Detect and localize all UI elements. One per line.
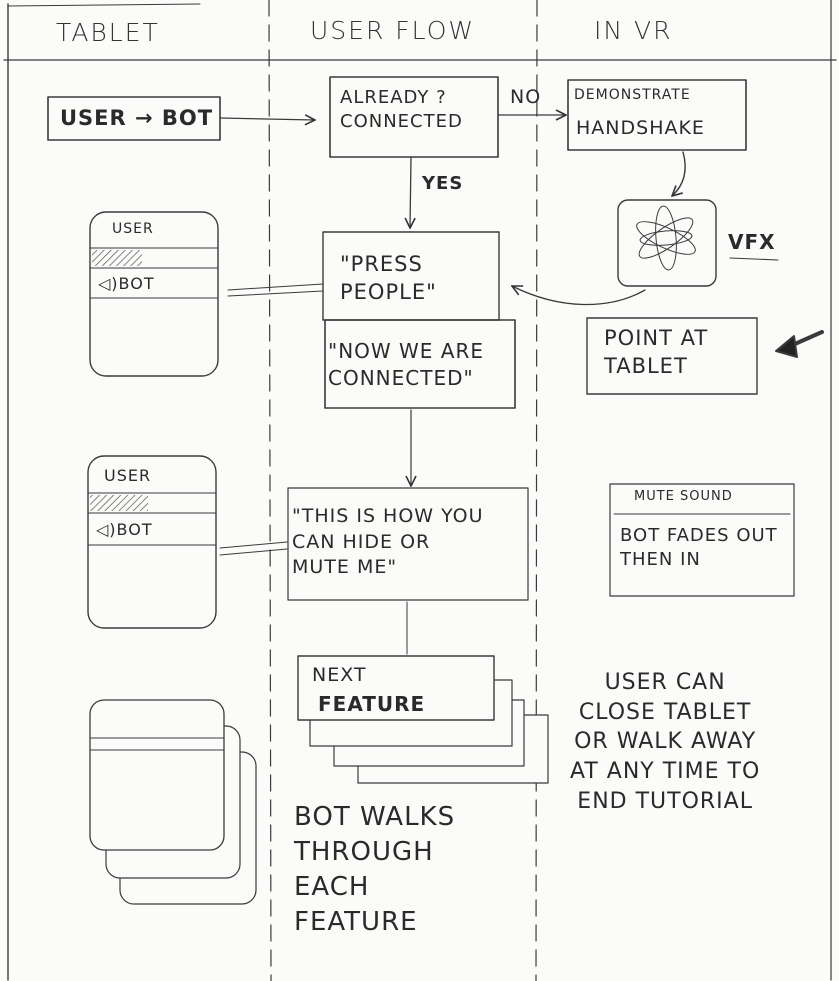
- vfx-underline: [729, 257, 779, 261]
- column-header-in-vr: IN VR: [594, 16, 673, 45]
- vfx-box: [617, 199, 717, 287]
- arrow-to-connected: [219, 118, 315, 120]
- already-connected-box: [329, 76, 499, 158]
- column-divider-2: [535, 0, 538, 981]
- connector-2: [219, 541, 288, 556]
- hide-mute-label: "THIS IS HOW YOU CAN HIDE OR MUTE ME": [292, 505, 484, 579]
- mute-sound-label: MUTE SOUND: [634, 489, 733, 504]
- column-divider-1: [268, 0, 272, 981]
- hide-mute-box: [287, 487, 529, 601]
- arrow-yes: [410, 156, 411, 228]
- yes-label: YES: [422, 173, 464, 194]
- big-arrow-icon: [775, 330, 824, 358]
- tablet-1-bot-label: ◁)BOT: [98, 274, 155, 293]
- column-header-user-flow: USER FLOW: [310, 16, 476, 45]
- connector-1: [227, 283, 324, 297]
- already-connected-label: ALREADY ? CONNECTED: [340, 87, 463, 133]
- stacked-tablet-1: [89, 699, 225, 851]
- point-at-tablet-box: [586, 317, 758, 395]
- vfx-label: VFX: [728, 230, 776, 254]
- arrow-to-vfx: [672, 151, 686, 196]
- press-people-label: "PRESS PEOPLE": [340, 252, 437, 305]
- now-connected-box: [324, 319, 516, 409]
- bot-walks-label: BOT WALKS THROUGH EACH FEATURE: [294, 802, 456, 938]
- bot-fades-label: BOT FADES OUT THEN IN: [620, 525, 778, 571]
- tablet-screen-2: [87, 455, 217, 629]
- feature-label: FEATURE: [318, 692, 426, 716]
- no-label: NO: [510, 86, 542, 108]
- hatched-bar-1: [92, 250, 142, 266]
- tablet-2-user-label: USER: [104, 466, 152, 485]
- demonstrate-label: DEMONSTRATE: [574, 87, 691, 103]
- handshake-label: HANDSHAKE: [576, 117, 705, 139]
- user-bot-label: USER → BOT: [60, 106, 214, 130]
- vfx-atom-icon: [636, 205, 696, 271]
- frame-top-line: [7, 3, 201, 7]
- user-can-close-label: USER CAN CLOSE TABLET OR WALK AWAY AT AN…: [570, 670, 761, 814]
- next-feature-card: [297, 655, 495, 721]
- tablet-screen-1: [89, 211, 219, 377]
- tablet-1-user-label: USER: [112, 221, 154, 237]
- next-label: NEXT: [312, 664, 367, 686]
- tablet-2-bot-label: ◁)BOT: [96, 520, 153, 539]
- now-connected-label: "NOW WE ARE CONNECTED": [328, 339, 485, 390]
- point-at-tablet-label: POINT AT TABLET: [604, 326, 709, 379]
- column-header-tablet: TABLET: [56, 18, 160, 47]
- arrow-vfx-to-press: [512, 286, 646, 306]
- hatched-bar-2: [90, 495, 148, 511]
- mute-sound-box: [609, 483, 795, 597]
- handshake-box: [567, 79, 747, 151]
